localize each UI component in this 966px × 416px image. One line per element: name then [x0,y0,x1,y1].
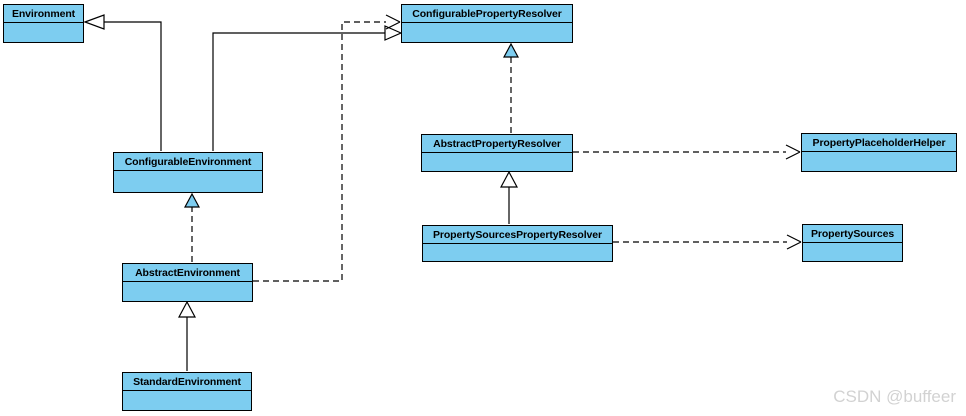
realization-abstractpropertyresolver-to-configurablepropertyresolver [502,42,520,133]
dependency-propertysourcespropertyresolver-to-propertysources [613,234,802,250]
class-standardenvironment: StandardEnvironment [122,372,252,411]
generalization-configurableenvironment-to-configurablepropertyresolver [212,25,403,151]
dependency-abstractenvironment-to-configurablepropertyresolver [253,14,401,282]
class-abstractpropertyresolver: AbstractPropertyResolver [421,134,573,172]
class-configurablepropertyresolver: ConfigurablePropertyResolver [401,4,573,43]
class-name: PropertyPlaceholderHelper [802,134,956,152]
csdn-watermark: CSDN @buffeer [833,387,956,406]
generalization-configurableenvironment-to-environment [83,14,162,151]
class-propertysourcespropertyresolver: PropertySourcesPropertyResolver [422,225,613,262]
class-name: AbstractEnvironment [123,264,252,282]
class-environment: Environment [3,4,84,43]
class-abstractenvironment: AbstractEnvironment [122,263,253,302]
class-name: ConfigurableEnvironment [114,153,262,171]
class-configurableenvironment: ConfigurableEnvironment [113,152,263,193]
generalization-standardenvironment-to-abstractenvironment [178,300,196,371]
realization-abstractenvironment-to-configurableenvironment [183,192,201,262]
class-name: PropertySourcesPropertyResolver [423,226,612,244]
generalization-propertysourcespropertyresolver-to-abstractpropertyresolver [500,170,518,224]
dependency-abstractpropertyresolver-to-propertyplaceholderhelper [573,144,801,160]
class-name: Environment [4,5,83,23]
class-propertyplaceholderhelper: PropertyPlaceholderHelper [801,133,957,172]
class-name: StandardEnvironment [123,373,251,391]
class-name: ConfigurablePropertyResolver [402,5,572,23]
class-propertysources: PropertySources [802,224,903,262]
class-name: AbstractPropertyResolver [422,135,572,153]
class-name: PropertySources [803,225,902,243]
